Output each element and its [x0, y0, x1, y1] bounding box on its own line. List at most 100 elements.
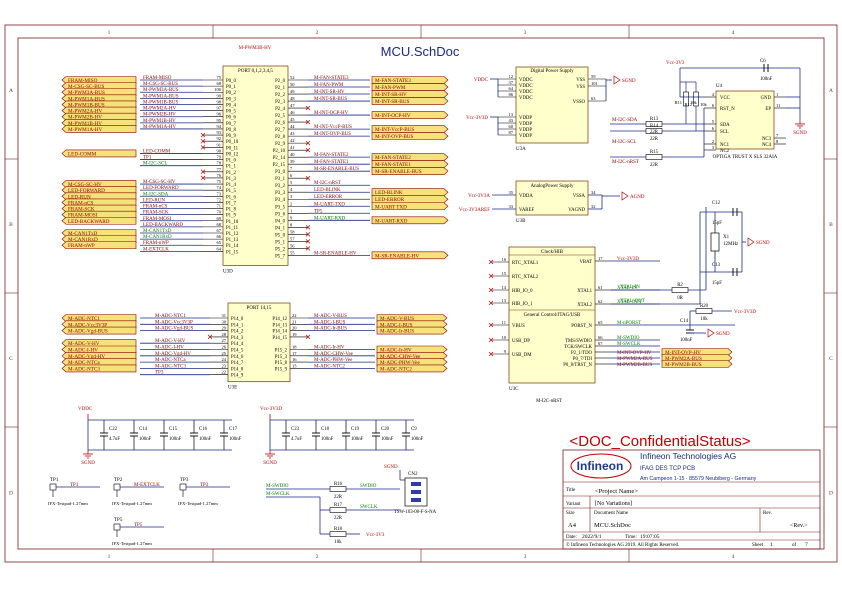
porst-supply-label: Vcc-3V3D	[734, 310, 756, 315]
of-label: of	[792, 543, 797, 548]
u3d-pin-name: P5_2	[275, 247, 285, 252]
u3d-net-label: M-CAN1RxD	[143, 235, 172, 240]
department: IFAG DES TCP PCB	[640, 466, 695, 472]
u3d-net-label: FRAM-MOSI	[143, 217, 172, 222]
u4-pin-name: NC2	[720, 149, 730, 154]
swd-net-label: M-SWDIO	[266, 484, 289, 489]
u3c-pin-name: USB_DP	[512, 339, 530, 344]
left-net-port	[61, 358, 137, 366]
column-marker-bottom: 1	[108, 554, 111, 560]
u3d-pin-name: P1_13	[226, 238, 239, 243]
u3e-refdes: U3E	[228, 386, 237, 391]
u3d-net-label: M-CSG-SC-HV	[143, 180, 176, 185]
resistor-series-ref: R14	[650, 124, 659, 129]
vddc-decoupling-cap-ref: C16	[199, 427, 208, 432]
u3d-net-label: M-INT-OCP-HV	[314, 111, 349, 116]
u3d-pin-number: 70	[217, 210, 222, 215]
left-net-port-label: M-PWM2B-HV	[68, 115, 102, 121]
left-net-port-label: M-ADC-I-HV	[68, 348, 98, 354]
crystal-x1	[710, 232, 720, 252]
u3c-pin-number: 16	[502, 257, 507, 262]
u3d-pin-name: P1_15	[226, 250, 239, 255]
resistor-pullup-ref: R11	[675, 100, 682, 105]
u3c-net-label: M-PWM2B-BUS	[617, 363, 653, 368]
u3d-pin-number: 76	[217, 173, 222, 178]
resistor-r18-ref: R18	[334, 527, 343, 532]
u3d-pin-number: 96	[217, 112, 222, 117]
resistor-r17-ref: R17	[334, 503, 343, 508]
u3d-pin-name: P0_1	[226, 85, 236, 90]
swd-signal-label: SWDIO	[360, 484, 377, 489]
u3d-pin-number: 5	[290, 180, 293, 185]
u3d-pin-number: 57	[290, 236, 295, 241]
u3d-pin-number: 1	[290, 208, 292, 213]
right-net-port-label: M-ADC-I-BUS	[380, 322, 413, 328]
u3d-net-label: M-SR-ENABLE-HV	[314, 251, 357, 256]
resistor-pullup-ref: R12	[684, 102, 692, 107]
resistor-series-value: 22R	[650, 130, 659, 135]
vddc-decoupling-cap-value: 4.7uF	[109, 437, 120, 442]
u3e-pin-number: 21	[292, 319, 297, 324]
u3c-pin-number: 17	[598, 256, 603, 261]
no-connect-mark	[305, 225, 311, 230]
resistor-r18-value: 10k	[334, 540, 342, 545]
u3d-pin-number: 99	[217, 93, 222, 98]
swd-connector-pin	[411, 482, 421, 486]
u3d-pin-name: P0_5	[226, 110, 236, 115]
u3c-net-label: XTAL-OUT	[617, 300, 642, 305]
u3d-pin-name: P2_6	[275, 121, 285, 126]
resistor-pullup-value: 10k	[700, 102, 708, 107]
u3d-pin-name: P2_15	[273, 163, 286, 168]
crystal-net-label: XTAL-IN	[620, 285, 640, 290]
u3e-net-label: M-ADC-NTCa	[155, 358, 186, 363]
u3e-pin-number: 15	[292, 363, 297, 368]
u3d-net-label: M-FAN-STATE1	[314, 160, 349, 165]
no-connect-mark	[305, 105, 311, 111]
right-net-port-label: M-SR-ENABLE-HV	[375, 253, 419, 259]
time-value: 19:07:05	[640, 534, 660, 540]
no-connect-mark	[305, 140, 311, 146]
crystal-ref: X1	[723, 235, 730, 240]
title-block-frame	[562, 449, 821, 550]
u3d-refdes: U3D	[223, 269, 233, 274]
row-marker-left: D	[9, 491, 13, 497]
u3d-net-label: M-I2C-SCL	[143, 162, 167, 167]
u3d-pin-name: P4_0	[275, 219, 285, 224]
testpad-net-label: M-EXTCLK	[134, 483, 160, 488]
rev-value: <Rev.>	[790, 523, 808, 529]
u3e-net-label: M-ADC-CHW-Vee	[314, 352, 354, 357]
right-net-port	[371, 195, 449, 204]
right-net-port-label: M-INT-SR-HV	[375, 92, 407, 98]
u3a-header: Digital Power Supply	[530, 69, 574, 74]
gnd-label: SGND	[81, 461, 95, 466]
u3b-pin-name: VSSA	[573, 194, 586, 199]
right-net-port-label: M-PWM2B-BUS	[665, 362, 702, 368]
u3d-pin-name: P2_2	[275, 93, 285, 98]
u3d-net-label: M-PWM2B-HV	[143, 113, 176, 118]
right-net-port	[376, 345, 448, 354]
left-net-port	[61, 364, 137, 373]
resistor-r2-value: 0R	[677, 296, 683, 301]
u3d-net-label: M-PWM1A-HV	[143, 125, 176, 130]
left-net-port-label: FRAM-MISO	[68, 78, 98, 84]
right-net-port	[371, 153, 449, 161]
u3d-pin-name: P1_1	[226, 165, 236, 170]
u3c-net-label: XTAL-IN	[617, 286, 637, 291]
u3a-pin-number: 43	[509, 118, 514, 123]
u3e-pin-name: P15_2	[275, 349, 288, 354]
u3d-net-label: M-EXTCLK	[143, 247, 169, 252]
column-marker-bottom: 2	[316, 554, 319, 560]
u3e-pin-name: P15_3	[275, 355, 288, 360]
u3c-pin-name: HIB_IO_0	[512, 289, 533, 294]
u3e-net-label: M-ADC-Ir-BUS	[314, 327, 347, 332]
right-net-port	[371, 132, 449, 140]
left-net-port-label: FRAM-SCK	[68, 207, 95, 213]
right-net-port	[371, 97, 449, 105]
vddc-decoupling-cap-value: 100nF	[139, 437, 152, 442]
u3d-pin-number: 74	[217, 185, 222, 190]
left-net-port-label: FRAM-nWP	[68, 243, 95, 249]
u3c-pin-number: 66	[598, 335, 603, 340]
vcc3v3d-decoupling-cap-value: 100nF	[411, 437, 424, 442]
cap-c12-value: 15pF	[712, 221, 722, 226]
swd-signal-label: SWCLK	[360, 505, 378, 510]
